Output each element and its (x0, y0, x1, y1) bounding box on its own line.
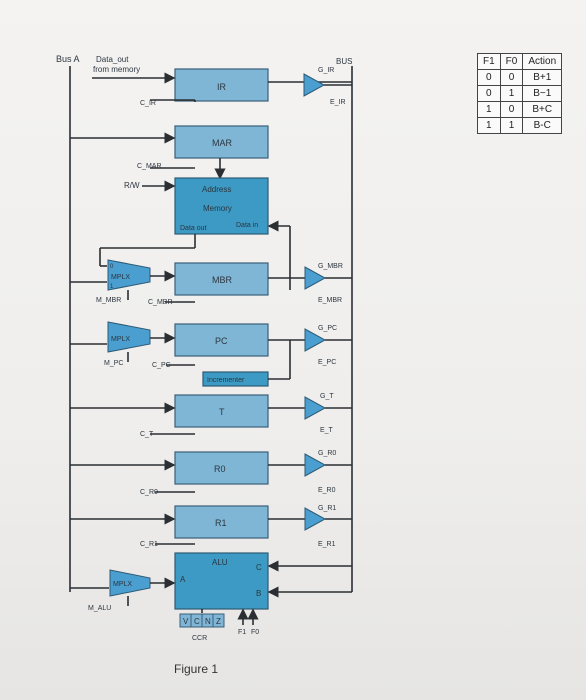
m-mbr-label: M_MBR (96, 297, 121, 304)
mbr-mux (107, 259, 151, 291)
pc-register (174, 323, 269, 357)
mbr-tristate-buffer (304, 266, 327, 290)
mbr-register (174, 262, 269, 296)
alu-mux-label: MPLX (113, 581, 132, 588)
e-mbr-label: E_MBR (318, 297, 342, 304)
ir-label: IR (217, 82, 227, 92)
memory-label: Memory (203, 204, 232, 213)
table-cell: 1 (477, 101, 501, 118)
memory-block (174, 177, 269, 235)
e-r0-label: E_R0 (318, 487, 336, 494)
c-r0-label: C_R0 (140, 489, 158, 496)
pc-mux-label: MPLX (111, 336, 130, 343)
rw-label: R/W (124, 181, 140, 190)
ir-tristate-buffer (303, 73, 326, 97)
ccr-flag-v: V (183, 617, 189, 626)
data-out-port-label: Data out (180, 225, 207, 232)
table-row: 0 1 B−1 (477, 85, 563, 102)
table-row: 1 0 B+C (477, 101, 563, 118)
alu-b-label: B (256, 589, 261, 598)
g-r1-label: G_R1 (318, 505, 336, 512)
table-cell: B+C (522, 101, 563, 118)
t-label: T (219, 407, 225, 417)
m-alu-label: M_ALU (88, 605, 111, 612)
c-pc-label: C_PC (152, 362, 171, 369)
r0-tristate-buffer (304, 453, 327, 477)
bus-b-label: BUS (336, 57, 352, 66)
g-ir-label: G_IR (318, 67, 334, 74)
e-ir-label: E_IR (330, 99, 346, 106)
r1-tristate-buffer (304, 507, 327, 531)
from-memory-label: from memory (93, 65, 140, 74)
ccr-label: CCR (192, 635, 207, 642)
table-header-f0: F0 (499, 53, 524, 70)
ccr-flag-z: Z (216, 617, 221, 626)
mar-label: MAR (212, 138, 233, 148)
t-tristate-buffer (304, 396, 327, 420)
table-cell: 0 (477, 69, 501, 86)
table-header-action: Action (522, 53, 563, 70)
alu-mux (109, 569, 151, 597)
c-mbr-label: C_MBR (148, 299, 173, 306)
table-cell: B−1 (522, 85, 563, 102)
mar-register (174, 125, 269, 159)
m-pc-label: M_PC (104, 360, 123, 367)
r1-register (174, 505, 269, 539)
alu-function-table: F1 F0 Action 0 0 B+1 0 1 B−1 1 0 B+C 1 1… (477, 53, 563, 134)
table-row: 1 1 B-C (477, 117, 563, 134)
table-cell: 1 (499, 85, 524, 102)
mbr-mux-0: 0 (110, 264, 114, 270)
table-header-row: F1 F0 Action (477, 53, 563, 70)
ccr-flag-n: N (205, 617, 211, 626)
c-ir-label: C_IR (140, 100, 156, 107)
e-r1-label: E_R1 (318, 541, 336, 548)
table-cell: 0 (477, 85, 501, 102)
e-t-label: E_T (320, 427, 334, 434)
table-cell: 1 (477, 117, 501, 134)
t-register (174, 394, 269, 428)
g-mbr-label: G_MBR (318, 263, 343, 270)
mbr-mux-label: MPLX (111, 274, 130, 281)
e-pc-label: E_PC (318, 359, 336, 366)
alu-a-label: A (180, 575, 186, 584)
table-header-f1: F1 (477, 53, 501, 70)
address-label: Address (202, 185, 231, 194)
ccr-flag-c: C (194, 617, 200, 626)
table-cell: 1 (499, 117, 524, 134)
alu-label: ALU (212, 558, 228, 567)
alu-c-label: C (256, 563, 262, 572)
g-t-label: G_T (320, 393, 334, 400)
f0-label: F0 (251, 629, 259, 636)
c-r1-label: C_R1 (140, 541, 158, 548)
mbr-mux-1: 1 (110, 284, 114, 290)
table-cell: 0 (499, 69, 524, 86)
pc-label: PC (215, 336, 228, 346)
incrementer-label: Incrementer (207, 377, 245, 384)
pc-mux (107, 321, 151, 353)
ir-register (174, 68, 269, 102)
c-t-label: C_T (140, 431, 154, 438)
g-pc-label: G_PC (318, 325, 337, 332)
c-mar-label: C_MAR (137, 163, 162, 170)
table-cell: 0 (499, 101, 524, 118)
g-r0-label: G_R0 (318, 450, 336, 457)
data-out-label: Data_out (96, 55, 129, 64)
data-in-port-label: Data in (236, 222, 258, 229)
mbr-label: MBR (212, 275, 233, 285)
r0-label: R0 (214, 464, 226, 474)
r1-label: R1 (215, 518, 227, 528)
table-row: 0 0 B+1 (477, 69, 563, 86)
table-cell: B+1 (522, 69, 563, 86)
pc-tristate-buffer (304, 328, 327, 352)
bus-a-label: Bus A (56, 54, 80, 64)
alu-block (174, 552, 269, 610)
f1-label: F1 (238, 629, 246, 636)
table-cell: B-C (522, 117, 563, 134)
figure-caption: Figure 1 (174, 662, 219, 676)
